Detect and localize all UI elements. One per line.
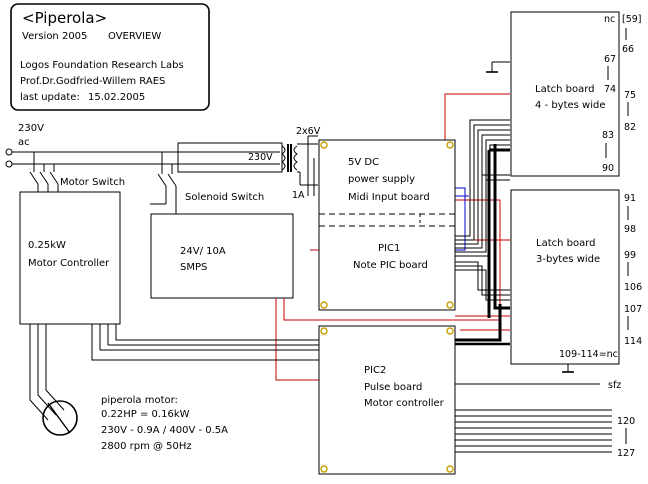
latch4-nc: nc [604,14,615,25]
fuse-label: 1A [292,190,305,201]
motor-note-3: 230V - 0.9A / 400V - 0.5A [101,425,228,436]
solenoid-switch-label: Solenoid Switch [185,192,264,203]
latch4-label-5: 82 [624,122,636,133]
latch-board-3: Latch board 3-bytes wide 91 98 99 106 10… [510,189,642,373]
latch3-label-4: 107 [624,304,642,315]
latch3-label-5: 114 [624,336,642,347]
organization: Logos Foundation Research Labs [20,60,184,71]
controller-bus [91,324,319,361]
mains-input: 230V ac [5,123,280,168]
pic1-top-2: power supply [348,174,415,185]
latch4-label-3: 74 [604,84,616,95]
mains-ac: ac [18,137,30,148]
overview-label: OVERVIEW [108,31,161,42]
latch3-label-2: 99 [624,250,636,261]
latch4-line2: 4 - bytes wide [535,100,606,111]
mains-voltage: 230V [18,123,44,134]
pic2-board: PIC2 Pulse board Motor controller [318,325,456,475]
latch4-label-6: 83 [602,130,614,141]
version: Version 2005 [22,31,87,42]
solenoid-switch: Solenoid Switch [150,152,264,214]
motor-controller: 0.25kW Motor Controller [19,191,121,325]
author: Prof.Dr.Godfried-Willem RAES [20,76,165,87]
latch3-label-1: 98 [624,224,636,235]
pic1-top-3: Midi Input board [348,192,430,203]
latch4-label-0: [59] [622,14,642,25]
motor-note-1: piperola motor: [101,395,178,406]
transformer: 230V 2x6V 1A [177,126,321,201]
title: <Piperola> [22,9,107,27]
motor-controller-line2: Motor Controller [28,258,110,269]
latch3-line1: Latch board [536,238,596,249]
transformer-secondary: 2x6V [296,126,321,137]
pic1-bottom-2: Note PIC board [353,260,428,271]
motor-wiring [29,324,109,436]
output-120: 120 [617,416,635,427]
pic1-bottom-1: PIC1 [378,243,400,254]
latch4-label-7: 90 [602,163,614,174]
last-update-date: 15.02.2005 [88,92,145,103]
latch3-label-3: 106 [624,282,642,293]
smps-line1: 24V/ 10A [180,246,226,257]
latch-board-4: Latch board 4 - bytes wide nc [59] 66 67… [486,11,642,177]
pic1-top-1: 5V DC [348,157,379,168]
output-127: 127 [617,448,635,459]
latch3-label-6: 109-114=nc [559,349,618,360]
latch4-label-2: 67 [604,54,616,65]
transformer-primary: 230V [248,152,273,163]
last-update-label: last update: [20,92,80,103]
latch4-label-4: 75 [624,90,636,101]
title-block: <Piperola> Version 2005 OVERVIEW Logos F… [10,3,210,111]
latch3-line2: 3-bytes wide [536,254,600,265]
smps: 24V/ 10A SMPS [150,213,294,299]
motor-notes: piperola motor: 0.22HP = 0.16kW 230V - 0… [101,395,228,452]
sfz-label: sfz [608,380,621,391]
latch3-label-0: 91 [624,193,636,204]
pic2-line-1: PIC2 [364,365,386,376]
motor-switch-label: Motor Switch [60,177,125,188]
data-bus [455,119,510,346]
pic2-line-3: Motor controller [364,398,445,409]
latch4-label-1: 66 [622,44,634,55]
motor-note-2: 0.22HP = 0.16kW [101,409,190,420]
smps-line2: SMPS [180,262,207,273]
pic2-line-2: Pulse board [364,382,422,393]
pic2-outputs [455,383,627,453]
signal-wires [455,187,469,251]
motor-note-4: 2800 rpm @ 50Hz [101,441,192,452]
motor-controller-line1: 0.25kW [28,240,66,251]
pic1-board: 5V DC power supply Midi Input board PIC1… [318,139,456,311]
motor-switch: Motor Switch [29,152,125,192]
latch4-line1: Latch board [535,84,595,95]
